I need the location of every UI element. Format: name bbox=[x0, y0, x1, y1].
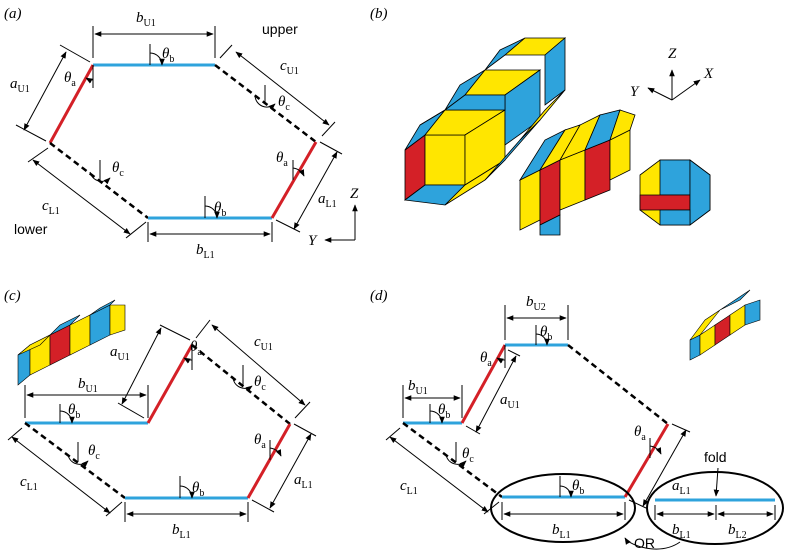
panel-d: (d) bU2 bU1 aU1 bbox=[370, 288, 784, 551]
theta-b-upper: θb bbox=[162, 46, 174, 65]
dim-aU1 bbox=[475, 355, 517, 433]
or-label: OR bbox=[634, 535, 655, 551]
origami-tube-small bbox=[639, 159, 711, 226]
theta-b-lower: θb bbox=[192, 480, 204, 499]
dim-cL1 bbox=[389, 436, 489, 513]
label-cL1: cL1 bbox=[400, 478, 418, 497]
label-cU1: cU1 bbox=[254, 334, 273, 353]
axes-xyz: Z Y X bbox=[630, 46, 714, 101]
label-bU1: bU1 bbox=[408, 378, 428, 397]
theta-a-lower: θa bbox=[634, 424, 646, 443]
label-bL1: bL1 bbox=[196, 242, 215, 261]
panel-b-label: (b) bbox=[370, 6, 388, 22]
panel-c-label: (c) bbox=[4, 288, 21, 304]
theta-b-lower: θb bbox=[572, 478, 584, 497]
axis-y-label: Y bbox=[308, 233, 318, 249]
edge-aU1 bbox=[146, 344, 194, 424]
axis-z-label: Z bbox=[350, 186, 359, 202]
edge-cU1 bbox=[191, 344, 291, 425]
theta-b-lower: θb bbox=[214, 200, 226, 219]
label-aL1: aL1 bbox=[294, 472, 313, 491]
theta-b-upper: θb bbox=[438, 402, 450, 421]
theta-a-lower: θa bbox=[254, 432, 266, 451]
theta-c-lower: θc bbox=[88, 443, 100, 462]
label-aU1: aU1 bbox=[110, 344, 130, 363]
panel-d-label: (d) bbox=[370, 288, 388, 304]
dim-aU1 bbox=[23, 51, 67, 131]
label-aU1: aU1 bbox=[500, 392, 520, 411]
theta-c-upper: θc bbox=[254, 374, 266, 393]
axis-z-label: Z bbox=[668, 46, 677, 62]
fold-arrow bbox=[713, 467, 720, 497]
label-bU1: bU1 bbox=[136, 10, 156, 29]
label-aL1: aL1 bbox=[318, 191, 337, 210]
theta-a-upper: θa bbox=[190, 339, 202, 358]
theta-a-upper: θa bbox=[480, 350, 492, 369]
axes-zy: Z Y bbox=[308, 186, 359, 249]
dim-cL1 bbox=[32, 159, 131, 235]
highlight-ellipse-right bbox=[646, 471, 784, 545]
theta-c-upper: θc bbox=[278, 94, 290, 113]
label-cL1: cL1 bbox=[42, 198, 60, 217]
label-aU1: aU1 bbox=[10, 76, 30, 95]
label-bL1: bL1 bbox=[172, 522, 191, 541]
dim-aL1 bbox=[293, 151, 338, 230]
edge-cL1 bbox=[402, 421, 503, 499]
panel-a: (a) upper lower bU1 aU1 cU1 aL1 bbox=[4, 6, 359, 261]
label-bL1: bL1 bbox=[552, 522, 571, 541]
theta-b-upper: θb bbox=[68, 402, 80, 421]
upper-label: upper bbox=[262, 21, 298, 37]
or-arrow bbox=[624, 537, 681, 550]
dim-aL1 bbox=[642, 429, 687, 507]
panel-a-label: (a) bbox=[4, 6, 22, 22]
panel-c: (c) bU1 aU1 cU1 bbox=[4, 288, 317, 541]
label-bL2: bL2 bbox=[728, 522, 747, 541]
dim-aU1 bbox=[121, 327, 162, 405]
edge-cU1 bbox=[567, 344, 669, 425]
dim-aL1 bbox=[269, 433, 312, 509]
dim-cU1 bbox=[235, 51, 330, 126]
dim-cU1 bbox=[211, 324, 306, 406]
label-bU2: bU2 bbox=[526, 294, 546, 313]
label-bU1: bU1 bbox=[78, 376, 98, 395]
edge-cL1 bbox=[49, 142, 149, 219]
origami-tube-large bbox=[403, 37, 567, 206]
label-cL1: cL1 bbox=[20, 474, 38, 493]
theta-c-lower: θc bbox=[462, 446, 474, 465]
theta-b-upper-2: θb bbox=[540, 324, 552, 343]
axis-x-label: X bbox=[703, 66, 714, 82]
edge-cL1 bbox=[24, 422, 126, 499]
theta-a-upper: θa bbox=[64, 70, 76, 89]
origami-tube-medium bbox=[518, 109, 636, 236]
dim-cL1 bbox=[11, 436, 111, 514]
origami-tube-mini-d bbox=[689, 289, 761, 361]
fold-label: fold bbox=[704, 449, 727, 465]
label-bL1-right: bL1 bbox=[672, 522, 691, 541]
axis-y-label: Y bbox=[630, 84, 640, 100]
highlight-ellipse-left bbox=[490, 473, 636, 543]
label-aL1: aL1 bbox=[672, 478, 691, 497]
theta-a-lower: θa bbox=[276, 150, 288, 169]
edge-aU1 bbox=[48, 64, 95, 144]
theta-c-lower: θc bbox=[112, 160, 124, 179]
panel-b: (b) bbox=[370, 6, 714, 236]
label-cU1: cU1 bbox=[280, 58, 299, 77]
origami-tube-mini-c bbox=[17, 299, 126, 386]
lower-label: lower bbox=[14, 221, 48, 237]
